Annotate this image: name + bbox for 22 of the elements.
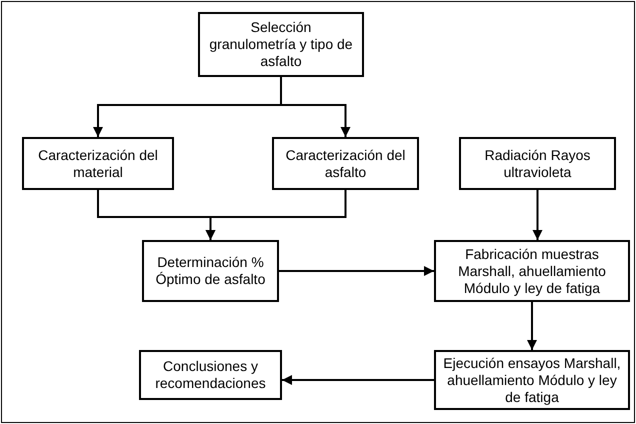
process-box [22,137,174,190]
arrow [280,77,350,137]
arrow [206,190,346,240]
box-text: Radiación Rayos ultravioleta [484,146,592,180]
box-text: Ejecución ensayos Marshall, ahuellamiento Módulo y ley de fatiga [442,354,622,406]
process-box [198,12,364,77]
process-box [434,350,630,410]
process-box [459,137,616,190]
box-text: Determinación % Óptimo de asfalto [154,254,266,288]
box-text: Caracterización del asfalto [284,146,406,180]
arrow [279,266,434,276]
box-text: Conclusiones y recomendaciones [154,358,267,392]
arrow [282,375,434,385]
arrow [527,302,537,350]
box-text: Caracterización del material [37,146,159,180]
process-box [434,240,630,302]
process-box [142,240,279,302]
box-text: Fabricación muestras Marshall, ahuellamiento Módulo y ley de fatiga [457,246,607,296]
process-box [139,350,282,400]
arrow [532,190,542,240]
process-box [272,137,419,190]
box-text: Selección granulometría y tipo de asfalto [208,19,354,70]
